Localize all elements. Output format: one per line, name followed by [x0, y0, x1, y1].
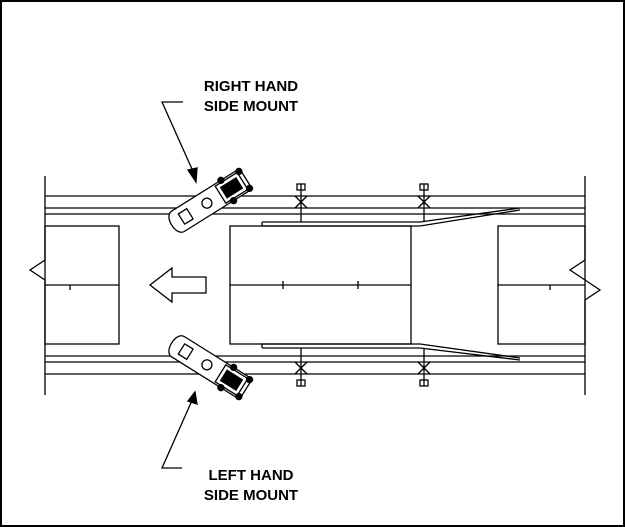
bottom-rail	[45, 355, 585, 375]
label-line: LEFT HAND	[208, 467, 294, 484]
top-rail	[45, 195, 585, 215]
belt-section-left	[44, 225, 120, 345]
break-line-left	[28, 176, 46, 395]
label-line: SIDE MOUNT	[203, 98, 299, 115]
belt-clamp-icon	[294, 348, 308, 387]
belt-clamp-icon	[417, 183, 431, 222]
side-mount-unit-icon	[168, 167, 254, 233]
label-line: SIDE MOUNT	[203, 487, 299, 504]
side-mount-unit-icon	[168, 335, 254, 401]
right-hand-side-mount-label: RIGHT HAND SIDE MOUNT	[151, 77, 351, 117]
left-hand-side-mount-label: LEFT HAND SIDE MOUNT	[151, 466, 351, 506]
belt-section-center	[229, 225, 412, 345]
skirt-plate-top	[261, 207, 521, 227]
belt-clamp-icon	[294, 183, 308, 222]
belt-clamp-icon	[417, 348, 431, 387]
leader-line-left-hand	[160, 390, 198, 469]
label-line: RIGHT HAND	[203, 78, 299, 95]
leader-line-right-hand	[160, 101, 198, 184]
skirt-plate-bottom	[261, 343, 521, 361]
left-arrow-icon	[148, 266, 207, 304]
belt-section-right	[497, 225, 586, 345]
